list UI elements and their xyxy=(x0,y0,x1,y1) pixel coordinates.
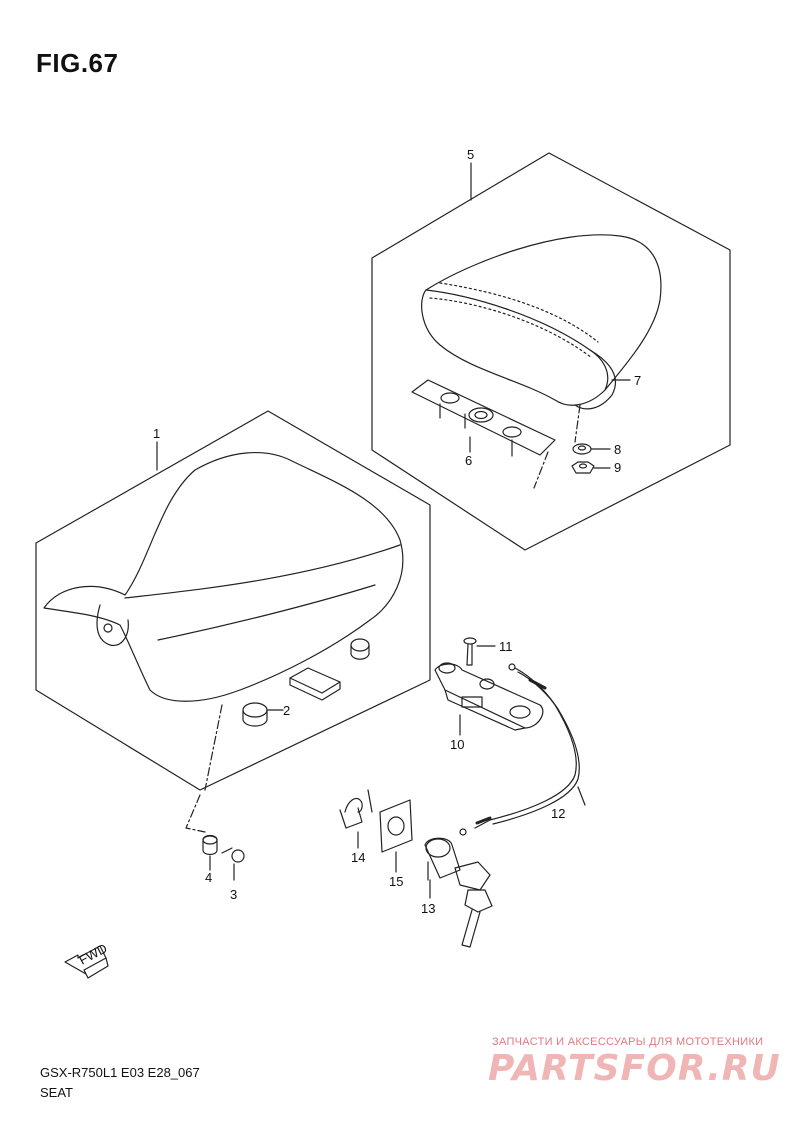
screw xyxy=(463,637,477,645)
rear-seat-box xyxy=(371,152,731,551)
grommet xyxy=(202,834,218,856)
callout-9: 9 xyxy=(614,460,621,475)
fwd-arrow-icon: FWD xyxy=(64,941,110,979)
lock-cylinder xyxy=(424,837,461,879)
key xyxy=(464,889,493,913)
footer-section-name: SEAT xyxy=(40,1085,73,1100)
callout-10: 10 xyxy=(450,737,464,752)
front-seat-group xyxy=(35,410,431,881)
figure-title: FIG.67 xyxy=(36,48,119,78)
seat-cable xyxy=(474,667,577,829)
lock-plate xyxy=(379,799,413,853)
front-seat-cover xyxy=(43,452,404,702)
lock-group xyxy=(339,637,586,948)
callout-numbers: 1 2 3 4 5 6 7 8 9 10 11 12 13 14 15 xyxy=(153,147,641,916)
callout-14: 14 xyxy=(351,850,365,865)
callout-6: 6 xyxy=(465,453,472,468)
rear-seat-cover xyxy=(421,234,662,406)
watermark-brand: PARTSFOR.RU xyxy=(488,1048,781,1089)
callout-7: 7 xyxy=(634,373,641,388)
bolt xyxy=(231,849,245,863)
callout-3: 3 xyxy=(230,887,237,902)
latch-assembly xyxy=(434,663,544,729)
watermark-tagline: ЗАПЧАСТИ И АКСЕССУАРЫ ДЛЯ МОТОТЕХНИКИ xyxy=(492,1036,764,1048)
callout-2: 2 xyxy=(283,703,290,718)
footer-model-code: GSX-R750L1 E03 E28_067 xyxy=(40,1065,200,1080)
callout-5: 5 xyxy=(467,147,474,162)
callout-4: 4 xyxy=(205,870,212,885)
rear-bracket xyxy=(411,379,556,456)
front-seat-box xyxy=(35,410,431,791)
clip xyxy=(339,797,363,829)
callout-11: 11 xyxy=(499,639,513,654)
callout-1: 1 xyxy=(153,426,160,441)
cushion xyxy=(242,702,268,718)
callout-8: 8 xyxy=(614,442,621,457)
callout-13: 13 xyxy=(421,901,435,916)
rear-seat-group xyxy=(371,152,731,551)
nut xyxy=(571,461,595,474)
seat-pad xyxy=(289,667,341,694)
callout-12: 12 xyxy=(551,806,565,821)
callout-15: 15 xyxy=(389,874,403,889)
